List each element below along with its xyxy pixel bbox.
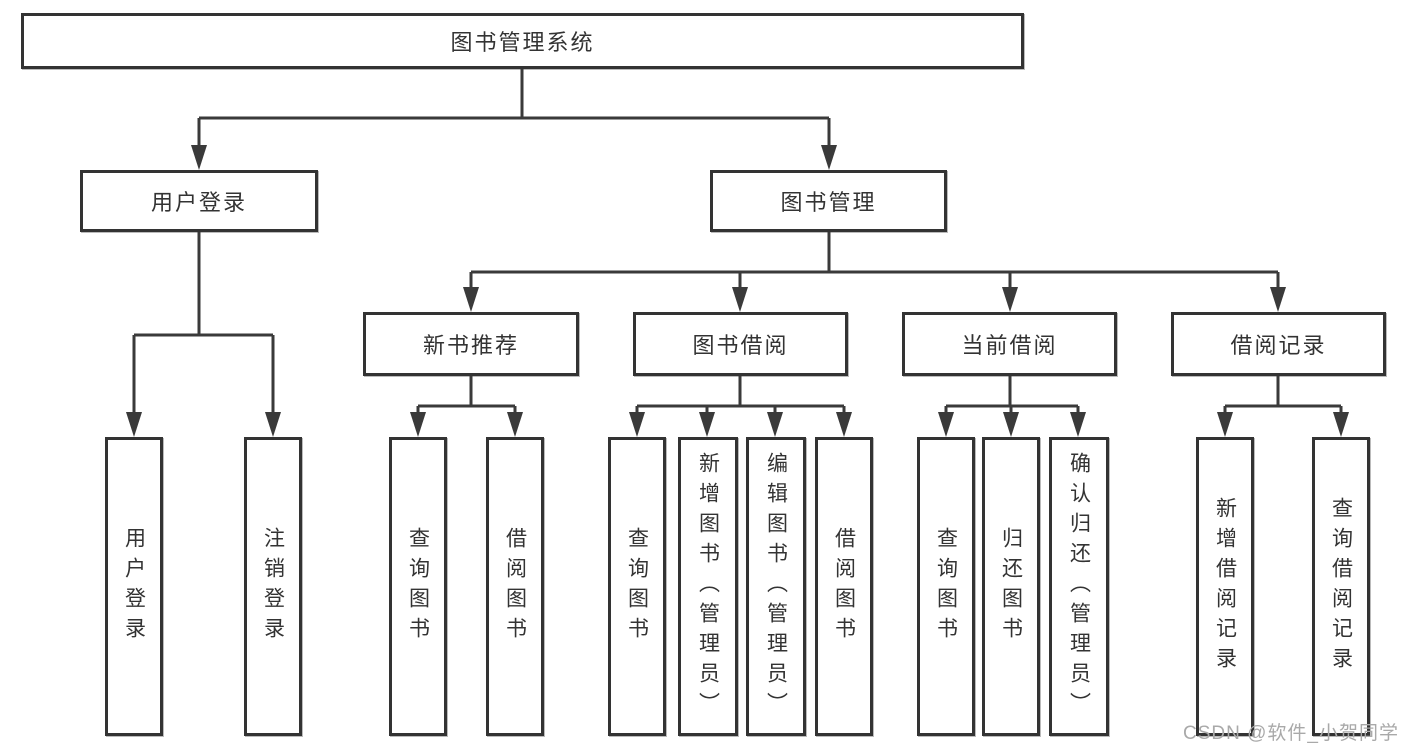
node-leaf-query-books-recommend: 查询图书 xyxy=(389,437,447,736)
node-label: 查询图书 xyxy=(934,526,958,647)
node-leaf-add-books-admin: 新增图书（管理员） xyxy=(678,437,738,736)
node-label: 借阅图书 xyxy=(832,526,856,647)
node-label: 新书推荐 xyxy=(422,333,519,358)
node-borrowing-records: 借阅记录 xyxy=(1171,312,1386,376)
node-leaf-return-books: 归还图书 xyxy=(982,437,1040,736)
node-label: 新增借阅记录 xyxy=(1213,496,1237,677)
node-new-book-recommendation: 新书推荐 xyxy=(363,312,579,376)
node-leaf-edit-books-admin: 编辑图书（管理员） xyxy=(746,437,806,736)
node-book-borrowing: 图书借阅 xyxy=(633,312,848,376)
node-leaf-query-borrow-record: 查询借阅记录 xyxy=(1312,437,1370,736)
node-label: 查询借阅记录 xyxy=(1329,496,1353,677)
node-book-management: 图书管理 xyxy=(710,170,947,232)
node-label: 借阅图书 xyxy=(503,526,527,647)
connector-paths xyxy=(132,69,1343,419)
node-label: 归还图书 xyxy=(999,526,1023,647)
node-label: 确认归还（管理员） xyxy=(1067,451,1091,722)
node-label: 注销登录 xyxy=(261,526,285,647)
node-label: 查询图书 xyxy=(625,526,649,647)
node-label: 用户登录 xyxy=(150,190,247,215)
node-label: 新增图书（管理员） xyxy=(696,451,720,722)
node-label: 查询图书 xyxy=(406,526,430,647)
arrow-down-icons xyxy=(126,145,1349,437)
node-leaf-logout: 注销登录 xyxy=(244,437,302,736)
node-label: 借阅记录 xyxy=(1230,333,1327,358)
node-user-login: 用户登录 xyxy=(80,170,318,232)
node-leaf-query-books-current: 查询图书 xyxy=(917,437,975,736)
node-label: 图书借阅 xyxy=(692,333,789,358)
node-leaf-user-login: 用户登录 xyxy=(105,437,163,736)
node-label: 图书管理 xyxy=(780,190,877,215)
node-current-borrowing: 当前借阅 xyxy=(902,312,1117,376)
node-label: 编辑图书（管理员） xyxy=(764,451,788,722)
node-leaf-query-books-borrow: 查询图书 xyxy=(608,437,666,736)
watermark: CSDN @软件_小贺同学 xyxy=(1183,723,1399,744)
node-library-system: 图书管理系统 xyxy=(21,13,1024,69)
node-leaf-borrow-books-recommend: 借阅图书 xyxy=(486,437,544,736)
node-leaf-add-borrow-record: 新增借阅记录 xyxy=(1196,437,1254,736)
node-label: 当前借阅 xyxy=(961,333,1058,358)
node-leaf-borrow-books: 借阅图书 xyxy=(815,437,873,736)
node-label: 用户登录 xyxy=(122,526,146,647)
node-label: 图书管理系统 xyxy=(450,30,595,55)
node-leaf-confirm-return-admin: 确认归还（管理员） xyxy=(1049,437,1109,736)
